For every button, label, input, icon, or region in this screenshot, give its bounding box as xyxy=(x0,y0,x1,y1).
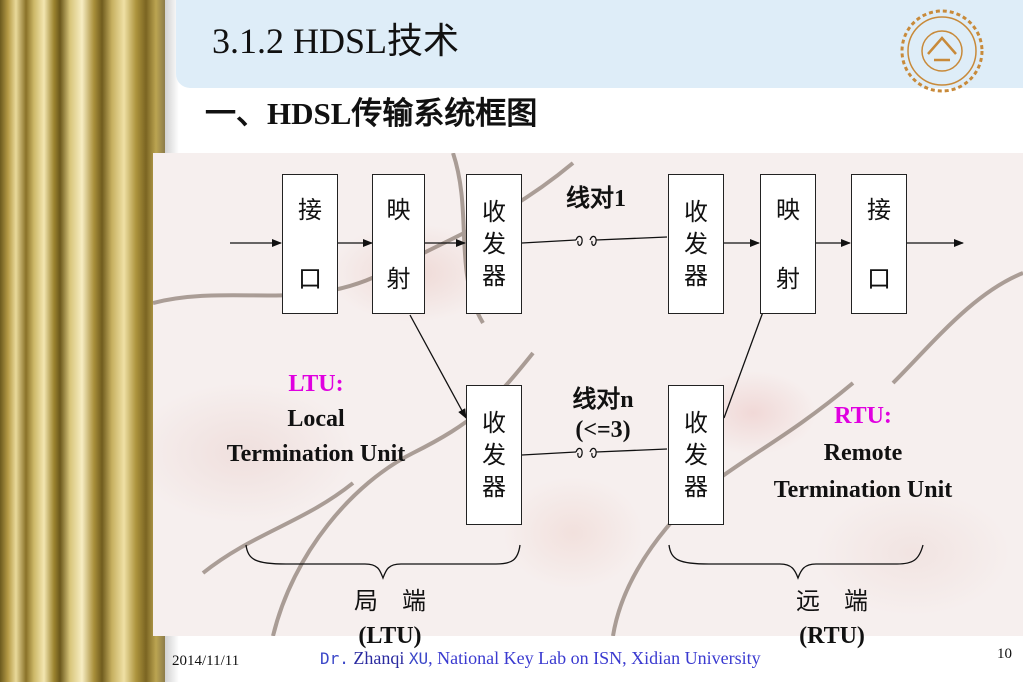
page-number: 10 xyxy=(997,646,1012,662)
pairn-label: 线对n (<=3) xyxy=(548,385,658,445)
pair1-line-right xyxy=(595,236,668,241)
footer-date: 2014/11/11 xyxy=(172,653,240,669)
pair1-line-left xyxy=(521,239,577,244)
pairn-twist-1 xyxy=(575,447,583,458)
rtu-transceiver-n-char-1: 收 xyxy=(684,409,708,437)
section-heading: 一、HDSL传输系统框图 xyxy=(205,96,538,131)
author-surname: XU xyxy=(408,649,429,668)
remote-end-label: 远 端 xyxy=(796,589,868,615)
rtu-brace xyxy=(668,544,924,580)
footer-credit: Dr. Zhanqi XU, National Key Lab on ISN, … xyxy=(320,648,761,669)
rtu-description: RTU: Remote Termination Unit xyxy=(748,398,978,509)
ltu-mapping-char-2: 射 xyxy=(386,264,411,293)
ltu-transceiver-1-char-3: 器 xyxy=(482,262,506,290)
rtu-abbr-label: RTU: xyxy=(834,403,892,429)
ltu-transceiver-n-box: 收 发 器 xyxy=(466,385,522,525)
ltu-transceiver-n-char-1: 收 xyxy=(482,409,506,437)
ltu-interface-box: 接 口 xyxy=(282,174,338,314)
ltu-transceiver-n-char-2: 发 xyxy=(482,441,506,469)
pair1-twist-2 xyxy=(589,235,597,246)
rtu-mapping-char-2: 射 xyxy=(776,264,800,293)
ltu-transceiver-n-char-3: 器 xyxy=(482,473,506,501)
local-end-label: 局 端 xyxy=(354,589,426,615)
rtu-transceiver-n-box: 收 发 器 xyxy=(668,385,724,525)
ltu-full-line2: Termination Unit xyxy=(226,441,406,467)
ltu-mapping-box: 映 射 xyxy=(372,174,425,314)
rtu-interface-box: 接 口 xyxy=(851,174,907,314)
ltu-description: LTU: Local Termination Unit xyxy=(200,367,432,472)
rtu-interface-char-1: 接 xyxy=(867,195,891,224)
rtu-mapping-char-1: 映 xyxy=(776,195,800,224)
ltu-transceiver-1-char-1: 收 xyxy=(482,198,506,226)
mapping-to-transceivern-arrow xyxy=(409,314,467,419)
ltu-interface-char-2: 口 xyxy=(298,264,322,293)
decorative-gold-bar xyxy=(0,0,165,682)
pair1-label: 线对1 xyxy=(566,186,626,212)
ltu-full-line1: Local xyxy=(287,406,345,432)
ltu-transceiver-1-box: 收 发 器 xyxy=(466,174,522,314)
ltu-brace xyxy=(245,544,521,580)
local-end-group: 局 端 (LTU) xyxy=(320,585,460,653)
pairn-label-line2: (<=3) xyxy=(575,417,631,443)
title-panel xyxy=(176,0,1023,88)
rtu-full-line2: Termination Unit xyxy=(773,477,953,503)
rtu-mapping-box: 映 射 xyxy=(760,174,816,314)
ltu-abbr-label: LTU: xyxy=(288,371,344,397)
pairn-label-line1: 线对n xyxy=(572,387,634,413)
ltu-interface-char-1: 接 xyxy=(298,195,322,224)
pair1-twist-1 xyxy=(575,235,583,246)
rtu-transceiver-1-box: 收 发 器 xyxy=(668,174,724,314)
author-name: Zhanqi xyxy=(353,648,405,668)
university-seal-logo xyxy=(900,9,984,93)
ltu-transceiver-1-char-2: 发 xyxy=(482,230,506,258)
author-org: , National Key Lab on ISN, Xidian Univer… xyxy=(428,648,761,668)
rtu-transceiver-n-char-2: 发 xyxy=(684,441,708,469)
ltu-mapping-char-1: 映 xyxy=(386,195,411,224)
rtu-transceiver-n-char-3: 器 xyxy=(684,473,708,501)
pairn-twist-2 xyxy=(589,447,597,458)
rtu-transceiver-1-char-2: 发 xyxy=(684,230,708,258)
rtu-transceiver-1-char-1: 收 xyxy=(684,198,708,226)
remote-end-group: 远 端 (RTU) xyxy=(762,585,902,653)
remote-end-abbr: (RTU) xyxy=(799,623,865,649)
pairn-line-left xyxy=(521,451,577,456)
rtu-full-line1: Remote xyxy=(823,440,903,466)
slide-title: 3.1.2 HDSL技术 xyxy=(212,21,460,61)
rtu-interface-char-2: 口 xyxy=(867,264,891,293)
author-prefix: Dr. xyxy=(320,649,349,668)
local-end-abbr: (LTU) xyxy=(358,623,422,649)
rtu-transceiver-1-char-3: 器 xyxy=(684,262,708,290)
pairn-line-right xyxy=(595,448,668,453)
